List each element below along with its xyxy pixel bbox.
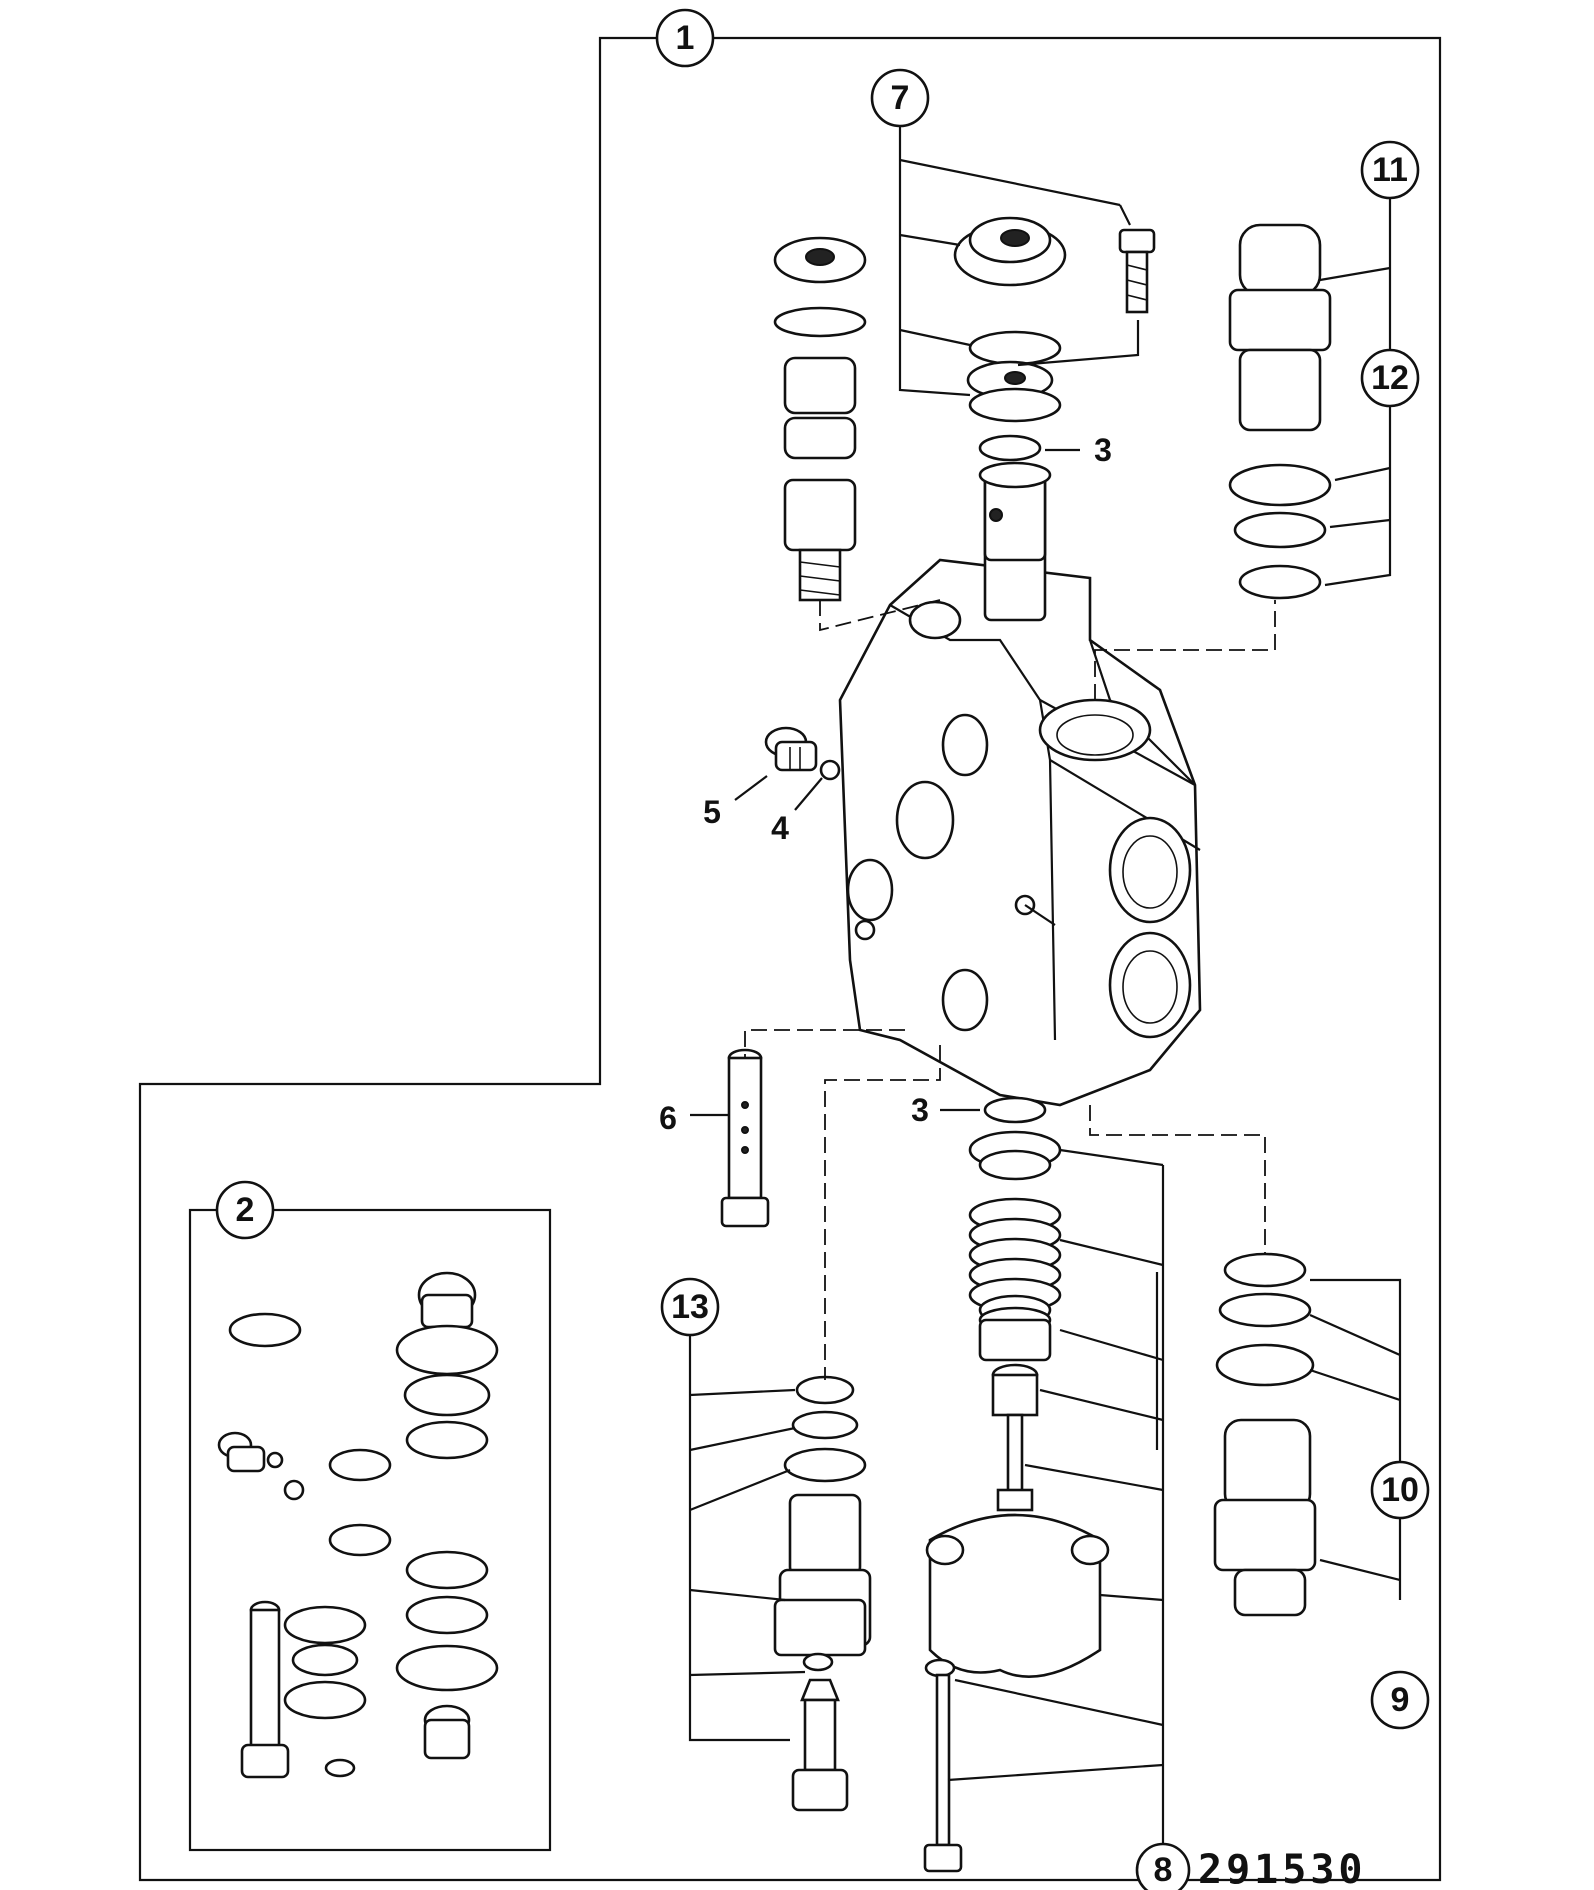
callout-9: 9	[1370, 1670, 1430, 1730]
callout-9-text: 9	[1391, 1681, 1410, 1719]
callout-7: 7	[870, 68, 930, 128]
plug-5	[764, 726, 818, 772]
kit-2-parts	[217, 1271, 499, 1779]
spring-assembly-8	[968, 1130, 1062, 1512]
relief-valve-11	[1228, 223, 1332, 600]
label-6: 6	[659, 1100, 677, 1136]
callout-2-text: 2	[236, 1191, 255, 1229]
label-4: 4	[771, 810, 789, 846]
shuttle-pin-6	[720, 1048, 770, 1228]
ball-4	[819, 759, 841, 781]
callout-1: 1	[655, 8, 715, 68]
assembly-dash-lines	[744, 599, 1276, 1380]
leader-lines	[688, 120, 1402, 1870]
callout-13: 13	[660, 1277, 720, 1337]
relief-valve-13	[773, 1375, 872, 1812]
callout-8: 8	[1135, 1842, 1191, 1890]
valve-body	[838, 558, 1202, 1107]
end-cap-8	[923, 1513, 1110, 1873]
label-3-bottom: 3	[911, 1092, 929, 1128]
callout-8-text: 8	[1154, 1851, 1173, 1889]
callout-2: 2	[215, 1180, 275, 1240]
left-relief-valve-top	[773, 236, 867, 602]
check-valve-9	[1213, 1252, 1317, 1617]
callout-7-text: 7	[891, 79, 910, 117]
callout-12-text: 12	[1371, 359, 1409, 397]
label-3-top: 3	[1094, 432, 1112, 468]
part-7-cap	[953, 216, 1067, 423]
top-spool	[978, 461, 1052, 622]
callout-11: 11	[1360, 140, 1420, 200]
drawing-number: 291530	[1198, 1847, 1367, 1890]
label-5: 5	[703, 794, 721, 830]
bolt-7	[1118, 228, 1156, 314]
callout-10: 10	[1370, 1460, 1430, 1520]
callout-1-text: 1	[676, 19, 695, 57]
o-ring-3-bottom	[983, 1096, 1047, 1124]
o-ring-3-top	[978, 434, 1042, 462]
callout-13-text: 13	[671, 1288, 709, 1326]
callout-11-text: 11	[1372, 151, 1408, 189]
assembly-1-outline	[138, 36, 1442, 1882]
callout-12: 12	[1360, 348, 1420, 408]
callout-10-text: 10	[1381, 1471, 1419, 1509]
kit-2-outline	[188, 1208, 552, 1852]
